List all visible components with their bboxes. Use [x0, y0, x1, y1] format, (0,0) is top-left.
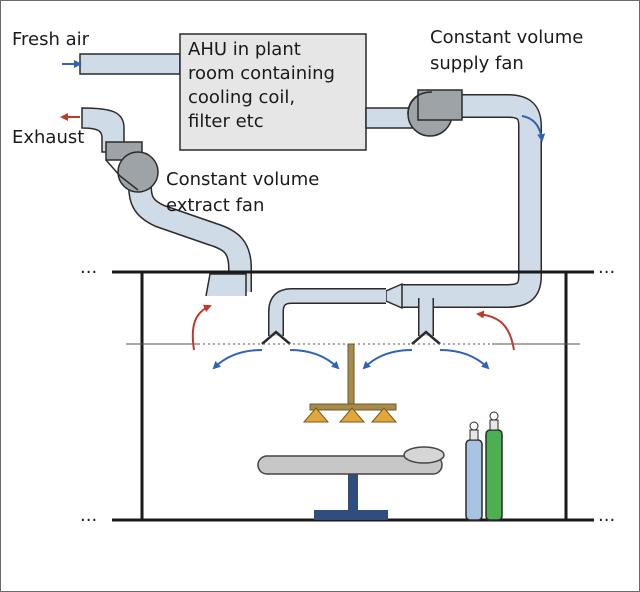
ellipsis-upper-right: ... — [598, 257, 616, 278]
supply-duct — [261, 94, 542, 345]
exhaust-airflow-arrows — [191, 304, 515, 351]
supply-fan-label-line-2: supply fan — [430, 53, 524, 74]
gas-cylinder-icon — [465, 411, 503, 521]
ellipsis-lower-right: ... — [598, 505, 616, 526]
supply-fan-icon — [407, 89, 463, 137]
extract-fan-icon — [105, 141, 159, 193]
extract-fan-label-line-2: extract fan — [166, 195, 265, 216]
surgical-lamp-icon — [302, 343, 398, 423]
supply-fan-label-line-1: Constant volume — [430, 27, 584, 48]
ellipsis-upper-left: ... — [80, 257, 98, 278]
fresh-air-duct — [79, 53, 181, 75]
ahu-box — [179, 33, 367, 151]
exhaust-label: Exhaust — [12, 127, 85, 148]
ahu-label-line-3: cooling coil, — [188, 87, 296, 108]
operating-table-icon — [257, 446, 445, 520]
extract-fan-label-line-1: Constant volume — [166, 169, 320, 190]
ahu-label-line-4: filter etc — [188, 111, 264, 132]
ahu-outlet-duct — [365, 107, 413, 129]
inlet-arrows — [60, 60, 82, 121]
ellipsis-lower-left: ... — [80, 505, 98, 526]
supply-airflow-arrows — [212, 115, 546, 370]
fresh-air-label: Fresh air — [12, 29, 90, 50]
ahu-label-line-1: AHU in plant — [188, 39, 301, 60]
ahu-label-line-2: room containing — [188, 63, 335, 84]
exhaust-duct — [81, 107, 252, 297]
